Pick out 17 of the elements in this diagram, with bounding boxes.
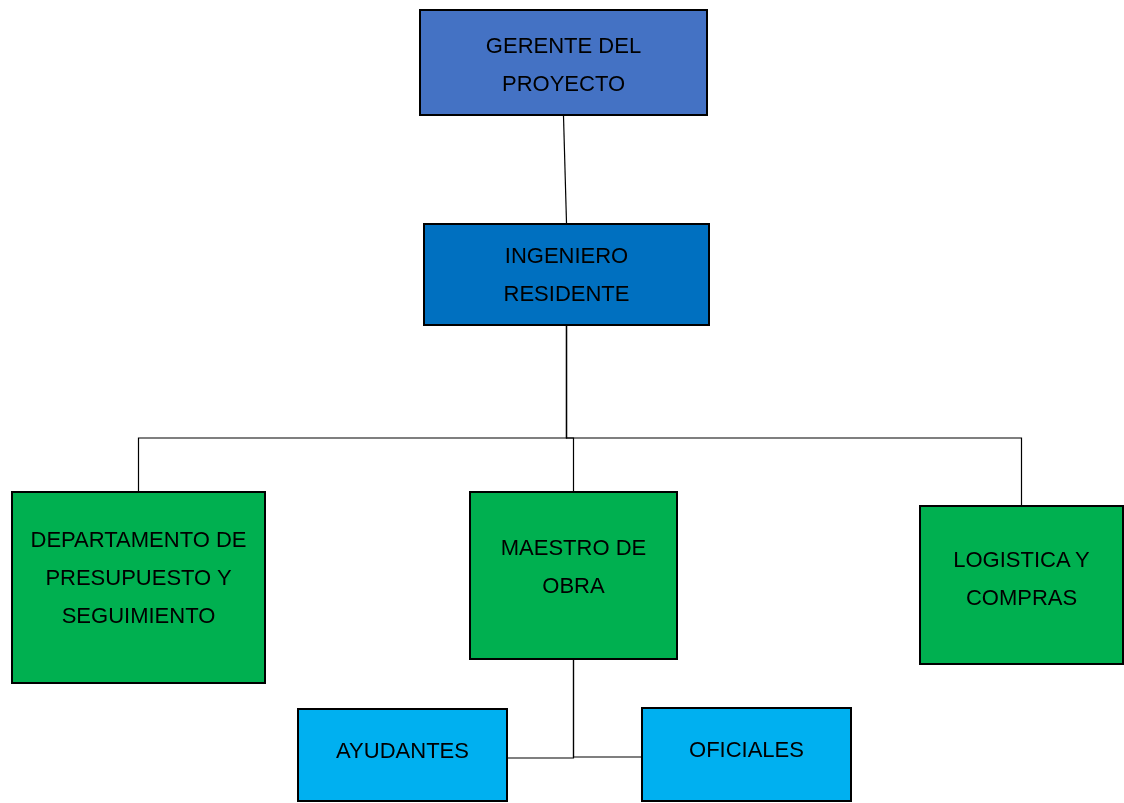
box-label: GERENTE DEL PROYECTO: [484, 32, 643, 98]
staff-box: [641, 707, 852, 802]
box-label: DEPARTAMENTO DE PRESUPUESTO Y SEGUIMIENTO: [29, 526, 248, 630]
box-label: AYUDANTES: [336, 737, 469, 765]
department-box: [919, 505, 1124, 665]
department-box: [11, 491, 266, 684]
staff-box: [297, 708, 508, 802]
box-label: OFICIALES: [689, 736, 804, 764]
engineer-box: [423, 223, 710, 326]
connector-line: [562, 115, 568, 224]
box-label: MAESTRO DE OBRA: [499, 534, 648, 600]
manager-box: [419, 9, 708, 116]
connector-line: [565, 325, 1023, 506]
department-box: [469, 491, 678, 660]
box-label: INGENIERO RESIDENTE: [502, 242, 631, 308]
box-label: LOGISTICA Y COMPRAS: [952, 546, 1091, 612]
connector-line: [572, 659, 642, 758]
